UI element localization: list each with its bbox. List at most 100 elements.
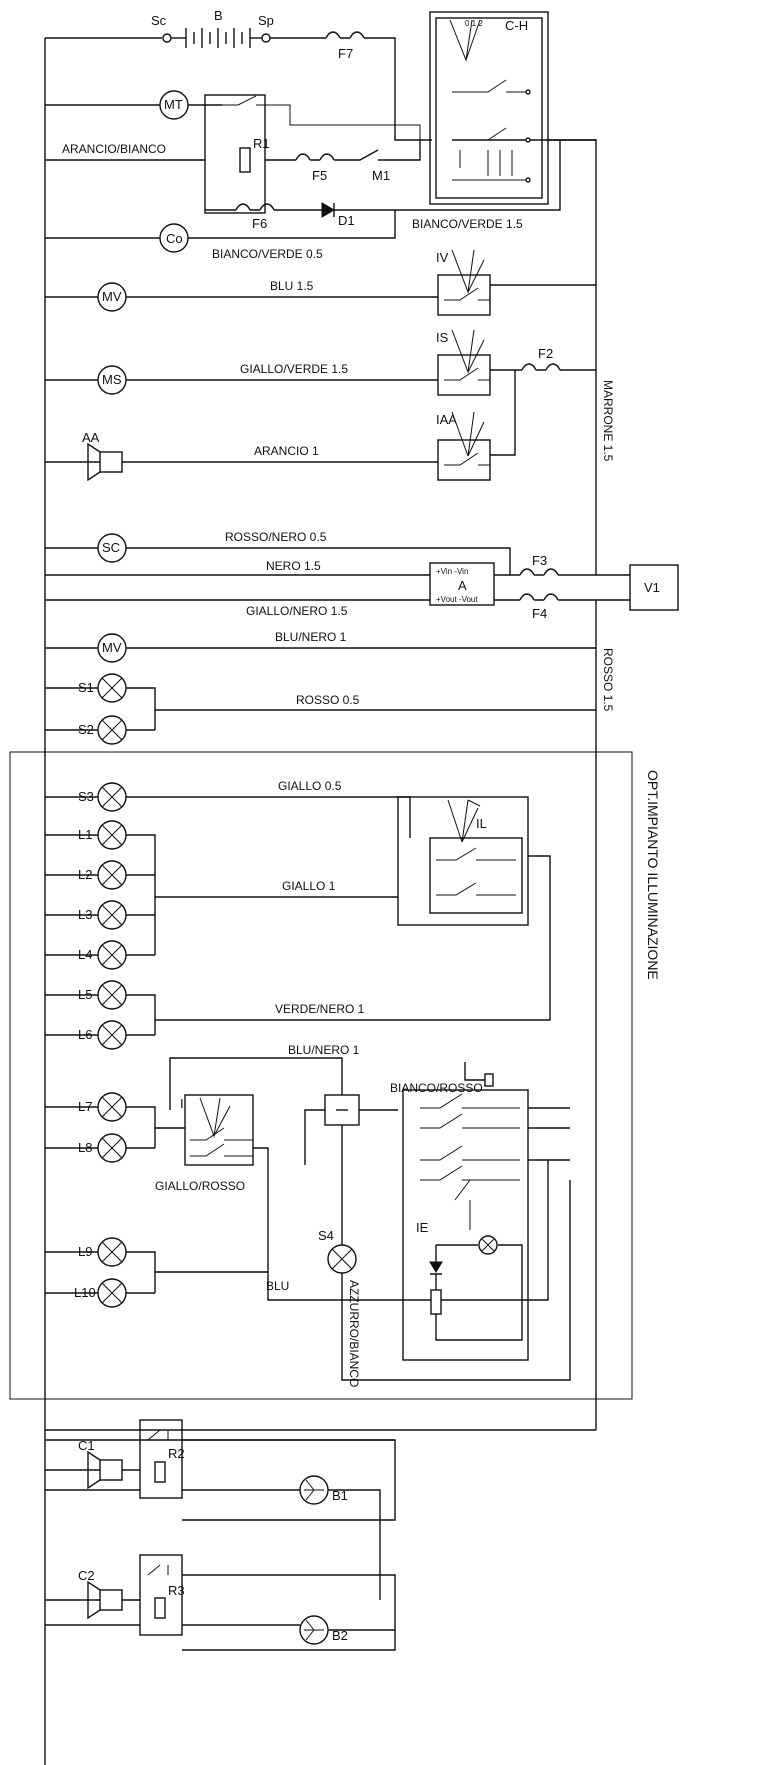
label-c2: C2 — [78, 1568, 95, 1583]
horn-c1-circuit: C1 R2 — [45, 1419, 396, 1521]
switch-iaa: IAA — [436, 411, 491, 481]
label-sc: Sc — [151, 13, 167, 28]
label-m1: M1 — [372, 168, 390, 183]
label-l9: L9 — [78, 1244, 92, 1259]
label-f2: F2 — [538, 346, 553, 361]
battery-symbol — [185, 28, 262, 48]
label-b1: B1 — [332, 1488, 348, 1503]
meter-v1 — [629, 564, 679, 611]
label-l4: L4 — [78, 947, 92, 962]
label-f6: F6 — [252, 216, 267, 231]
lamps-l1-l4: L1 L2 L3 L4 GIALLO 1 — [45, 820, 398, 970]
horn-c2-circuit: C2 R3 — [45, 1554, 396, 1651]
label-l6: L6 — [78, 1027, 92, 1042]
lamps-l9-l10: L9 L10 — [45, 1237, 268, 1308]
label-ms: MS — [102, 372, 122, 387]
mv2-circuit: MV BLU/NERO 1 — [45, 630, 596, 663]
label-a-out: +Vout -Vout — [436, 595, 478, 604]
label-ie: IE — [416, 1220, 429, 1235]
ms-circuit: MS GIALLO/VERDE 1.5 IS F2 — [45, 329, 596, 396]
label-v1: V1 — [644, 580, 660, 595]
wire-rosso-05: ROSSO 0.5 — [296, 693, 360, 707]
switch-iv: IV — [436, 249, 491, 316]
lamp-s4: S4 — [318, 1180, 571, 1381]
wire-marrone-15: MARRONE 1.5 — [601, 380, 615, 462]
wire-verde-nero-1: VERDE/NERO 1 — [275, 1002, 365, 1016]
mv-circuit: MV BLU 1.5 IV — [45, 249, 596, 316]
label-l10: L10 — [74, 1285, 96, 1300]
lamp-b1: B1 — [299, 1475, 381, 1600]
fuse-f6 — [235, 203, 275, 211]
relay-r1-coil — [239, 147, 251, 173]
lamp-s1: S1 — [45, 673, 156, 730]
lamps-l5-l6: L5 L6 VERDE/NERO 1 — [45, 855, 551, 1050]
lamps-l7-l8: L7 L8 — [45, 1092, 185, 1163]
sc-circuit: SC ROSSO/NERO 0.5 — [45, 530, 511, 575]
label-s1: S1 — [78, 680, 94, 695]
wire-giallo-nero-15: GIALLO/NERO 1.5 — [246, 604, 348, 618]
flasher-relay — [304, 1094, 398, 1245]
label-aa: AA — [82, 430, 100, 445]
label-l7: L7 — [78, 1099, 92, 1114]
label-mv2: MV — [102, 640, 122, 655]
diode-d1 — [321, 202, 335, 218]
nero-circuit: NERO 1.5 — [45, 559, 430, 576]
wire-blu-nero-1-top: BLU/NERO 1 — [275, 630, 347, 644]
label-l2: L2 — [78, 867, 92, 882]
wire-giallo-rosso: GIALLO/ROSSO — [155, 1179, 245, 1193]
marrone-bus — [452, 139, 597, 575]
label-l3: L3 — [78, 907, 92, 922]
label-mt: MT — [164, 97, 183, 112]
switch-is: IS — [436, 329, 491, 396]
fuse-f2 — [521, 363, 561, 371]
label-r2: R2 — [168, 1446, 185, 1461]
label-iaa: IAA — [436, 412, 457, 427]
wire-bianco-verde-15: BIANCO/VERDE 1.5 — [412, 217, 523, 231]
label-i: I — [180, 1096, 184, 1111]
switch-i: I — [180, 1094, 549, 1301]
label-il: IL — [476, 816, 487, 831]
aa-circuit: AA ARANCIO 1 IAA — [45, 370, 516, 482]
wire-bianco-verde-05: BIANCO/VERDE 0.5 — [212, 247, 323, 261]
diode-branch: F6 D1 BIANCO/VERDE 1.5 — [205, 139, 596, 231]
label-co: Co — [166, 231, 183, 246]
label-ch-pos: 0 1 2 — [465, 19, 483, 28]
wire-rosso-15: ROSSO 1.5 — [601, 648, 615, 712]
wire-arancio-1: ARANCIO 1 — [254, 444, 319, 458]
label-d1: D1 — [338, 213, 355, 228]
wire-arancio-bianco: ARANCIO/BIANCO — [62, 142, 166, 156]
label-is: IS — [436, 330, 449, 345]
fuse-f3 — [519, 568, 559, 576]
wire-giallo-1: GIALLO 1 — [282, 879, 336, 893]
label-s2: S2 — [78, 722, 94, 737]
wire-nero-15: NERO 1.5 — [266, 559, 321, 573]
label-l5: L5 — [78, 987, 92, 1002]
label-s4: S4 — [318, 1228, 334, 1243]
label-b: B — [214, 8, 223, 23]
label-l8: L8 — [78, 1140, 92, 1155]
fuse-f4 — [519, 593, 559, 601]
label-sc-motor: SC — [102, 540, 120, 555]
wire-giallo-05: GIALLO 0.5 — [278, 779, 342, 793]
label-f4: F4 — [532, 606, 547, 621]
section-title: OPT.IMPIANTO ILLUMINAZIONE — [645, 770, 661, 980]
converter-a: A +Vin -Vin +Vout -Vout — [429, 562, 495, 606]
label-s3: S3 — [78, 789, 94, 804]
label-b2: B2 — [332, 1628, 348, 1643]
wire-bianco-rosso: BIANCO/ROSSO — [390, 1081, 483, 1095]
label-ch: C-H — [505, 18, 528, 33]
wire-rosso-nero-05: ROSSO/NERO 0.5 — [225, 530, 327, 544]
label-sp: Sp — [258, 13, 274, 28]
label-a: A — [458, 578, 467, 593]
wire-blu-15: BLU 1.5 — [270, 279, 314, 293]
optional-lighting-frame — [9, 751, 633, 1400]
label-f5: F5 — [312, 168, 327, 183]
switch-ie: IE — [402, 1062, 570, 1361]
wire-giallo-verde-15: GIALLO/VERDE 1.5 — [240, 362, 348, 376]
label-r1: R1 — [253, 136, 270, 151]
wire-blu: BLU — [266, 1279, 289, 1293]
label-l1: L1 — [78, 827, 92, 842]
label-a-in: +Vin -Vin — [436, 567, 468, 576]
label-r3: R3 — [168, 1583, 185, 1598]
